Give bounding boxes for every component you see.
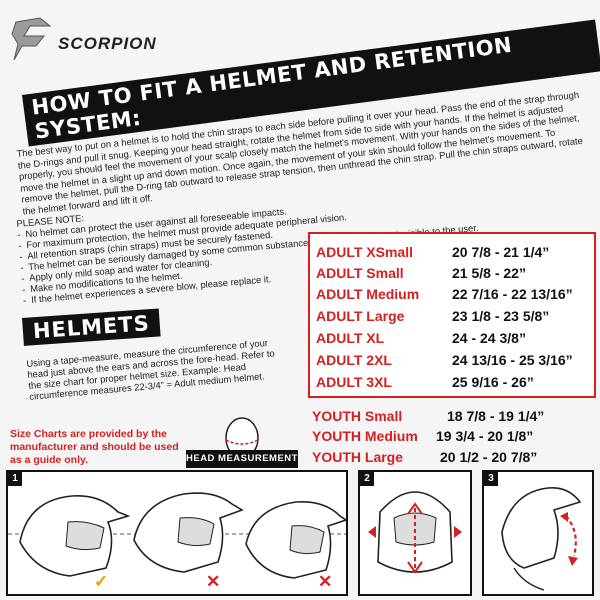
helmet-fit-illustration	[8, 492, 346, 579]
panel-number: 1	[8, 472, 22, 486]
panel-number: 2	[360, 472, 374, 486]
size-range: 21 5/8 - 22”	[452, 265, 526, 281]
size-label: ADULT XSmall	[316, 244, 413, 260]
size-label: YOUTH Medium	[312, 428, 418, 444]
correct-fit-check-icon: ✓	[94, 572, 109, 591]
size-range: 25 9/16 - 26”	[452, 374, 534, 390]
measure-instructions: Using a tape-measure, measure the circum…	[26, 336, 276, 402]
size-label: ADULT Small	[316, 265, 404, 281]
size-chart-disclaimer: Size Charts are provided by the manufact…	[10, 428, 179, 466]
brand-logo: SCORPION	[10, 16, 210, 64]
head-measurement-label: HEAD MEASUREMENT	[186, 450, 298, 468]
size-range: 18 7/8 - 19 1/4”	[447, 408, 545, 424]
size-label: ADULT 3XL	[316, 374, 392, 390]
size-label: ADULT 2XL	[316, 352, 392, 368]
size-range: 24 - 24 3/8”	[452, 330, 526, 346]
scorpion-logo-icon	[11, 17, 52, 61]
size-range: 23 1/8 - 23 5/8”	[452, 308, 550, 324]
helmets-section-title: HELMETS	[22, 308, 161, 346]
fit-check-panel-2: 2	[358, 470, 472, 596]
size-range: 24 13/16 - 25 3/16”	[452, 352, 573, 368]
size-label: ADULT Medium	[316, 286, 420, 302]
brand-name: SCORPION	[58, 34, 157, 53]
fit-check-panel-3: 3	[482, 470, 594, 596]
panel-number: 3	[484, 472, 498, 486]
size-range: 19 3/4 - 20 1/8”	[436, 428, 534, 444]
incorrect-fit-x-icon: ✕	[318, 572, 333, 591]
size-label: ADULT Large	[316, 308, 405, 324]
size-label: YOUTH Large	[312, 449, 404, 465]
incorrect-fit-x-icon: ✕	[206, 572, 221, 591]
size-range: 20 1/2 - 20 7/8”	[440, 449, 538, 465]
size-label: YOUTH Small	[312, 408, 403, 424]
size-range: 20 7/8 - 21 1/4”	[452, 244, 550, 260]
size-range: 22 7/16 - 22 13/16”	[452, 286, 573, 302]
fit-check-panel-1: 1 ✓ ✕ ✕	[6, 470, 348, 596]
helmet-side-illustration	[501, 486, 582, 591]
helmet-front-illustration	[368, 491, 462, 574]
size-label: ADULT XL	[316, 330, 385, 346]
adult-size-table: ADULT XSmall 20 7/8 - 21 1/4” ADULT Smal…	[308, 232, 596, 398]
